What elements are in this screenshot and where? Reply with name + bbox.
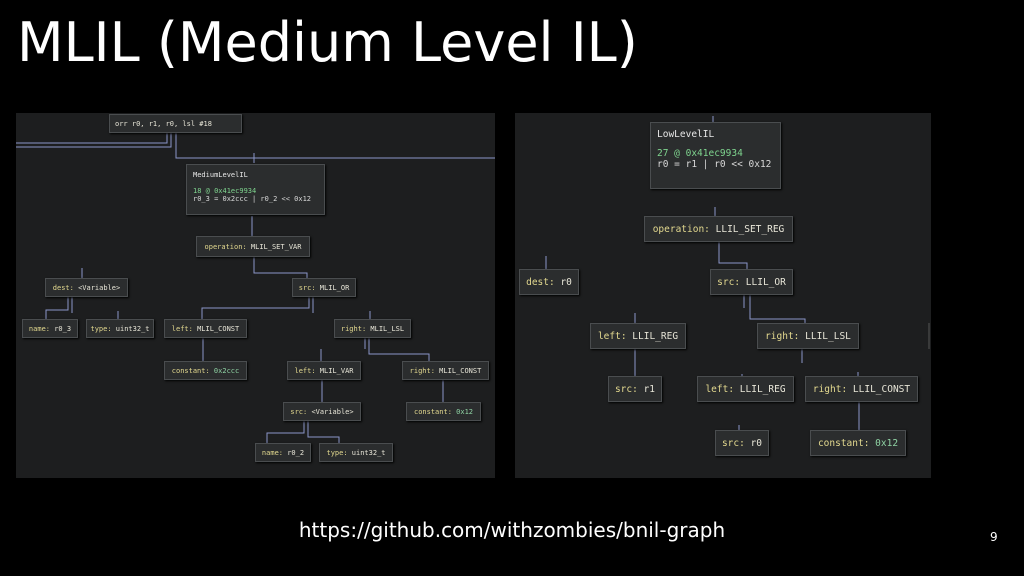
node-value: LLIL_LSL — [805, 330, 851, 342]
type-uint32-t-node[interactable]: type: uint32_t — [319, 443, 393, 462]
node-value: r0_3 — [54, 324, 72, 333]
dest-variable-node[interactable]: dest: <Variable> — [45, 278, 128, 297]
name-r0-2-node[interactable]: name: r0_2 — [255, 443, 311, 462]
node-value: 0x12 — [456, 407, 473, 416]
node-key: left: — [597, 330, 627, 342]
node-value: MLIL_CONST — [197, 324, 240, 333]
slide-title: MLIL (Medium Level IL) — [17, 11, 638, 74]
node-key: src: — [717, 276, 741, 288]
node-value: LLIL_OR — [745, 276, 786, 288]
dest-r0-node[interactable]: dest: r0 — [519, 269, 579, 295]
node-key: src: — [290, 407, 308, 416]
node-value: <Variable> — [78, 283, 121, 292]
node-key: src: — [614, 383, 638, 395]
node-value: 0x12 — [875, 437, 899, 449]
graph-edges — [545, 116, 930, 430]
node-value: r0_2 — [287, 448, 305, 457]
block-address: 18 @ 0x41ec9934 — [193, 187, 257, 195]
node-value: LLIL_REG — [739, 383, 786, 395]
block-code: r0_3 = 0x2ccc | r0_2 << 0x12 — [193, 195, 312, 203]
node-key: dest: — [526, 276, 555, 288]
node-key: right: — [340, 324, 367, 333]
llil-graph-screenshot: LowLevelIL 27 @ 0x41ec9934 r0 = r1 | r0 … — [515, 113, 931, 478]
node-value: MLIL_CONST — [439, 366, 482, 375]
constant-0x12-node[interactable]: constant: 0x12 — [406, 402, 481, 421]
node-value: MLIL_SET_VAR — [250, 242, 302, 251]
block-header: MediumLevelIL — [193, 171, 248, 179]
node-key: constant: — [171, 366, 210, 375]
node-value: LLIL_SET_REG — [715, 223, 785, 235]
type-uint32-t-node[interactable]: type: uint32_t — [86, 319, 154, 338]
right-llil-lsl-node[interactable]: right: LLIL_LSL — [757, 323, 859, 349]
node-value: MLIL_LSL — [370, 324, 405, 333]
node-value: r1 — [643, 383, 656, 395]
src-r0-node[interactable]: src: r0 — [715, 430, 769, 456]
page-number: 9 — [990, 530, 998, 544]
node-key: right: — [409, 366, 435, 375]
mlil-graph-screenshot: orr r0, r1, r0, lsl #18 MediumLevelIL 18… — [16, 113, 495, 478]
block-code: r0 = r1 | r0 << 0x12 — [657, 159, 772, 170]
node-value: LLIL_REG — [632, 330, 679, 342]
node-value: uint32_t — [115, 324, 150, 333]
src-llil-or-node[interactable]: src: LLIL_OR — [710, 269, 793, 295]
left-mlil-const-node[interactable]: left: MLIL_CONST — [164, 319, 247, 338]
node-key: name: — [28, 324, 50, 333]
name-r0-3-node[interactable]: name: r0_3 — [22, 319, 78, 338]
node-value: LLIL_CONST — [852, 383, 911, 395]
node-value: MLIL_OR — [319, 283, 350, 292]
node-key: name: — [261, 448, 283, 457]
node-value: MLIL_VAR — [319, 366, 354, 375]
node-key: left: — [171, 324, 193, 333]
node-value: <Variable> — [311, 407, 354, 416]
source-url-link[interactable]: https://github.com/withzombies/bnil-grap… — [298, 518, 726, 542]
node-key: left: — [294, 366, 316, 375]
graph-edges — [16, 133, 495, 443]
node-key: constant: — [817, 437, 870, 449]
node-value: uint32_t — [351, 448, 386, 457]
src-mlil-or-node[interactable]: src: MLIL_OR — [292, 278, 356, 297]
block-header: LowLevelIL — [657, 129, 715, 140]
node-key: dest: — [52, 283, 74, 292]
node-key: type: — [90, 324, 112, 333]
node-key: left: — [705, 383, 735, 395]
operation-llil-set-reg-node[interactable]: operation: LLIL_SET_REG — [644, 216, 793, 242]
mlil-block-node[interactable]: MediumLevelIL 18 @ 0x41ec9934 r0_3 = 0x2… — [186, 164, 325, 215]
llil-block-node[interactable]: LowLevelIL 27 @ 0x41ec9934 r0 = r1 | r0 … — [650, 122, 781, 189]
node-key: src: — [721, 437, 745, 449]
src-r1-node[interactable]: src: r1 — [608, 376, 662, 402]
left-llil-reg-node[interactable]: left: LLIL_REG — [697, 376, 794, 402]
right-llil-const-node[interactable]: right: LLIL_CONST — [805, 376, 918, 402]
instruction-text: orr r0, r1, r0, lsl #18 — [115, 119, 212, 128]
left-mlil-var-node[interactable]: left: MLIL_VAR — [287, 361, 361, 380]
operation-mlil-set-var-node[interactable]: operation: MLIL_SET_VAR — [196, 236, 310, 257]
top-instruction-node[interactable]: orr r0, r1, r0, lsl #18 — [109, 114, 242, 133]
right-mlil-const-node[interactable]: right: MLIL_CONST — [402, 361, 489, 380]
node-key: right: — [812, 383, 848, 395]
constant-0x2ccc-node[interactable]: constant: 0x2ccc — [164, 361, 247, 380]
node-key: src: — [298, 283, 316, 292]
constant-0x12-node[interactable]: constant: 0x12 — [810, 430, 906, 456]
node-value: r0 — [560, 276, 572, 288]
left-llil-reg-node[interactable]: left: LLIL_REG — [590, 323, 686, 349]
right-mlil-lsl-node[interactable]: right: MLIL_LSL — [334, 319, 411, 338]
node-value: r0 — [750, 437, 763, 449]
node-key: operation: — [204, 242, 247, 251]
src-variable-node[interactable]: src: <Variable> — [283, 402, 361, 421]
node-key: operation: — [652, 223, 710, 235]
block-address: 27 @ 0x41ec9934 — [657, 148, 743, 159]
node-key: right: — [765, 330, 800, 342]
node-key: type: — [326, 448, 348, 457]
node-key: constant: — [413, 407, 452, 416]
node-value: 0x2ccc — [213, 366, 240, 375]
